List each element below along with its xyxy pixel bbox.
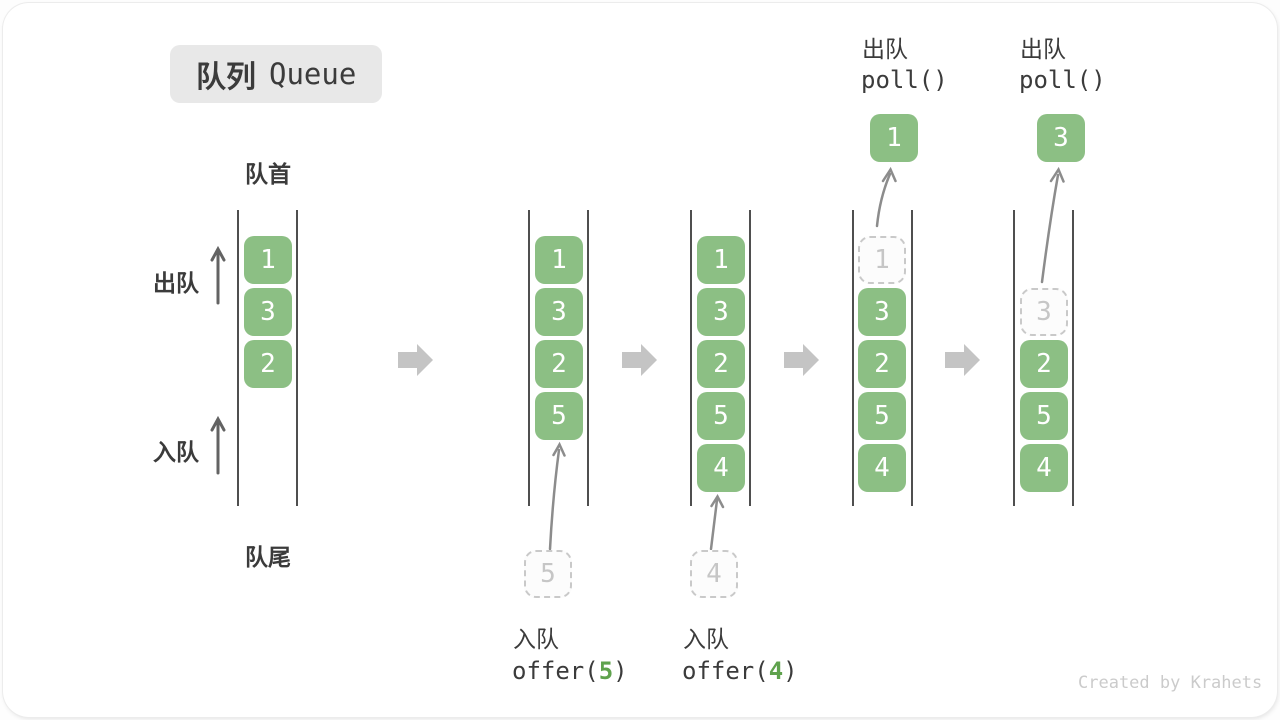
removed-item: 1 [870,114,918,162]
incoming-item-placeholder: 4 [690,550,738,598]
poll1-action-label: 出队 [862,36,908,62]
code-fn-close: ) [613,657,628,685]
queue-item: 4 [858,444,906,492]
queue-item: 3 [697,288,745,336]
label-queue-rear: 队尾 [245,544,291,570]
queue-column-3 [690,210,751,506]
code-arg: 4 [768,657,784,685]
poll1-code-label: poll() [861,66,948,94]
label-enqueue-side: 入队 [153,439,199,465]
enqueue5-code-label: offer(5) [512,657,628,685]
queue-item: 4 [1020,444,1068,492]
diagram-card [3,3,1277,717]
label-queue-front: 队首 [245,161,291,187]
removed-item-placeholder: 1 [858,236,906,284]
queue-item: 3 [535,288,583,336]
removed-item: 3 [1037,114,1085,162]
queue-item: 2 [858,340,906,388]
code-fn-open: offer( [682,657,769,685]
queue-item: 2 [535,340,583,388]
label-dequeue-side: 出队 [153,270,199,296]
poll2-code-label: poll() [1019,66,1106,94]
enqueue4-code-label: offer(4) [682,657,798,685]
queue-item: 3 [244,288,292,336]
queue-column-5 [1013,210,1074,506]
enqueue5-action-label: 入队 [513,626,559,652]
queue-item: 3 [858,288,906,336]
title-english: Queue [269,57,357,91]
queue-column-2 [528,210,589,506]
queue-item: 1 [535,236,583,284]
queue-item: 4 [697,444,745,492]
poll2-action-label: 出队 [1020,36,1066,62]
queue-item: 1 [697,236,745,284]
incoming-item-placeholder: 5 [524,550,572,598]
queue-item: 2 [697,340,745,388]
queue-item: 2 [1020,340,1068,388]
queue-item: 2 [244,340,292,388]
diagram-title: 队列 Queue [170,45,383,103]
removed-item-placeholder: 3 [1020,288,1068,336]
queue-column-1 [237,210,298,506]
code-fn-close: ) [783,657,798,685]
title-chinese: 队列 [196,61,256,94]
queue-item: 5 [697,392,745,440]
queue-item: 5 [858,392,906,440]
queue-column-4 [852,210,913,506]
queue-item: 1 [244,236,292,284]
code-arg: 5 [598,657,614,685]
enqueue4-action-label: 入队 [683,626,729,652]
code-fn-open: offer( [512,657,599,685]
queue-item: 5 [535,392,583,440]
watermark-credit: Created by Krahets [1078,673,1263,693]
queue-item: 5 [1020,392,1068,440]
